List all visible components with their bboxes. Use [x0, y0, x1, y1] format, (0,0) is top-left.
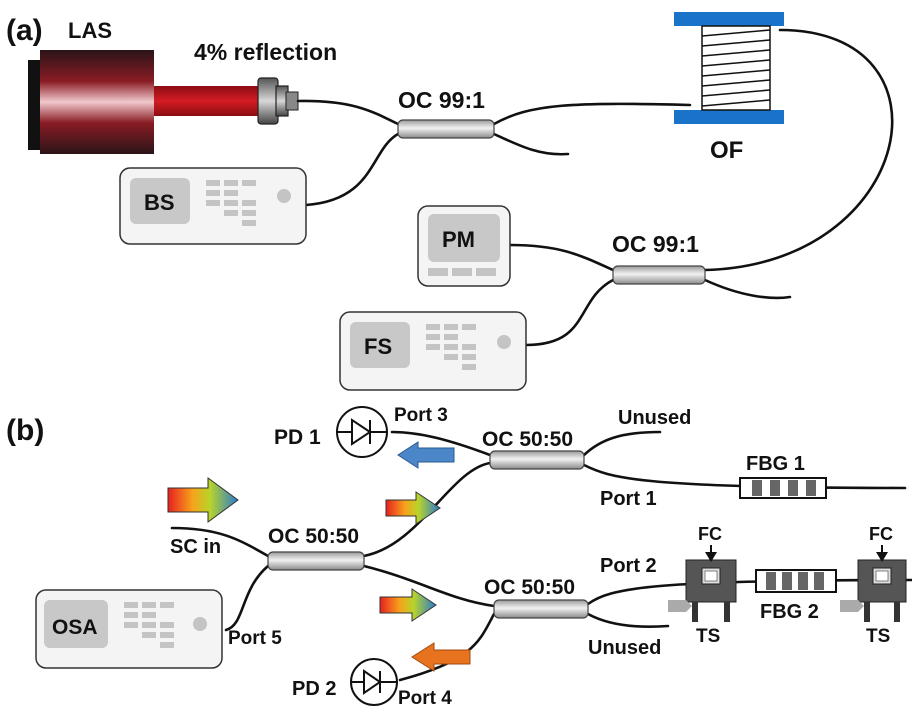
pm-instrument	[417, 205, 511, 287]
fc-left-label: FC	[698, 524, 722, 544]
fiber-laser-to-oc1	[296, 99, 400, 126]
port-5-label: Port 5	[228, 628, 282, 649]
coupler-50-50-bottom	[493, 599, 589, 619]
fiber-spool-icon	[674, 12, 784, 124]
fc-right-label: FC	[869, 524, 893, 544]
laser-beam	[154, 86, 262, 116]
fbg2-label: FBG 2	[760, 601, 819, 623]
coupler-99-1-second	[612, 265, 706, 285]
unused-bottom-label: Unused	[588, 637, 661, 659]
coupler-50-50-top	[489, 450, 585, 470]
laser-source-icon	[28, 50, 154, 154]
fiber-top-to-pd1	[390, 430, 492, 457]
port-4-label: Port 4	[398, 688, 452, 707]
bs-label: BS	[144, 190, 175, 215]
coupler-99-1-first-label: OC 99:1	[398, 87, 485, 113]
reflection-label: 4% reflection	[194, 39, 337, 65]
fiber-oc2-to-fs	[524, 278, 615, 347]
coupler-99-1-second-label: OC 99:1	[612, 231, 699, 257]
osa-label: OSA	[52, 616, 98, 639]
fbg-2-icon	[755, 569, 837, 593]
fiber-spool-label: OF	[710, 137, 743, 164]
pd2-label: PD 2	[292, 678, 336, 700]
port-3-label: Port 3	[394, 405, 448, 426]
laser-label: LAS	[68, 18, 112, 43]
fiber-top-unused	[582, 430, 662, 457]
port-2-label: Port 2	[600, 555, 657, 577]
bs-instrument	[119, 167, 307, 245]
osa-instrument	[35, 589, 223, 669]
fiber-oc2-to-pm	[508, 243, 615, 272]
fiber-mid-to-osa	[224, 564, 270, 632]
ts-right-label: TS	[866, 626, 890, 647]
photodiode-2-icon	[350, 658, 398, 706]
coupler-50-50-mid	[267, 551, 365, 571]
port-1-label: Port 1	[600, 488, 657, 510]
panel-b-label: (b)	[6, 414, 44, 447]
ts-left-label: TS	[696, 626, 720, 647]
translation-stage-right-icon	[840, 545, 907, 622]
unused-top-label: Unused	[618, 407, 691, 429]
collimator-icon	[257, 77, 299, 125]
spectrum-arrow-icon	[379, 588, 437, 622]
coupler-50-50-mid-label: OC 50:50	[268, 525, 359, 548]
orange-arrow-icon	[411, 642, 471, 672]
fbg1-label: FBG 1	[746, 453, 805, 475]
coupler-50-50-top-label: OC 50:50	[482, 428, 573, 451]
coupler-50-50-bottom-label: OC 50:50	[484, 576, 575, 599]
fiber-oc1-to-bs	[304, 132, 400, 207]
fiber-spool-to-oc2	[703, 28, 894, 272]
fiber-bot-to-pd2	[398, 612, 496, 682]
fiber-bot-unused	[586, 612, 670, 628]
spectrum-arrow-icon	[167, 477, 239, 523]
fiber-oc1-to-spool	[492, 102, 692, 126]
panel-a-label: (a)	[6, 14, 43, 47]
pd1-label: PD 1	[274, 426, 321, 449]
fiber-oc1-unused	[492, 132, 570, 156]
coupler-99-1-first	[397, 119, 495, 139]
blue-arrow-icon	[397, 441, 455, 469]
fs-label: FS	[364, 334, 392, 359]
translation-stage-left-icon	[668, 545, 737, 622]
fiber-oc2-unused	[703, 278, 792, 300]
pm-label: PM	[442, 227, 475, 252]
spectrum-arrow-icon	[385, 491, 441, 525]
photodiode-1-icon	[336, 406, 388, 458]
fbg-1-icon	[739, 477, 827, 499]
fiber-mid-to-bot	[362, 564, 496, 608]
fs-instrument	[339, 311, 527, 391]
fiber-sc-in	[170, 526, 270, 558]
sc-in-label: SC in	[170, 536, 221, 558]
